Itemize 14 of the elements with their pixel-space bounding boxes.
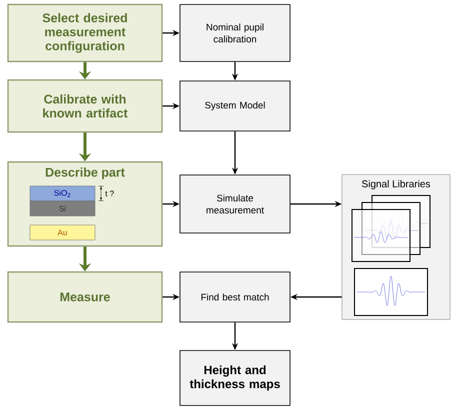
process-box: System Model	[180, 80, 290, 132]
step-box: Calibrate with known artifact	[7, 79, 163, 133]
result-box: Height and thickness maps	[180, 350, 290, 406]
step-box: Measure	[7, 271, 163, 323]
process-box: Nominal pupil calibration	[180, 4, 290, 62]
step-box: Select desired measurement configuration	[7, 4, 163, 62]
process-box: Find best match	[180, 272, 290, 322]
dimension-label: t ?	[105, 190, 114, 196]
layer-block: Si	[30, 200, 96, 216]
layer-block: Au	[30, 224, 96, 240]
layer-block: SiO$_{2}$	[30, 186, 96, 202]
process-box: Simulate measurement	[180, 174, 290, 234]
signal-plot-drawing	[352, 195, 430, 262]
signal-plot-drawing	[354, 268, 428, 316]
